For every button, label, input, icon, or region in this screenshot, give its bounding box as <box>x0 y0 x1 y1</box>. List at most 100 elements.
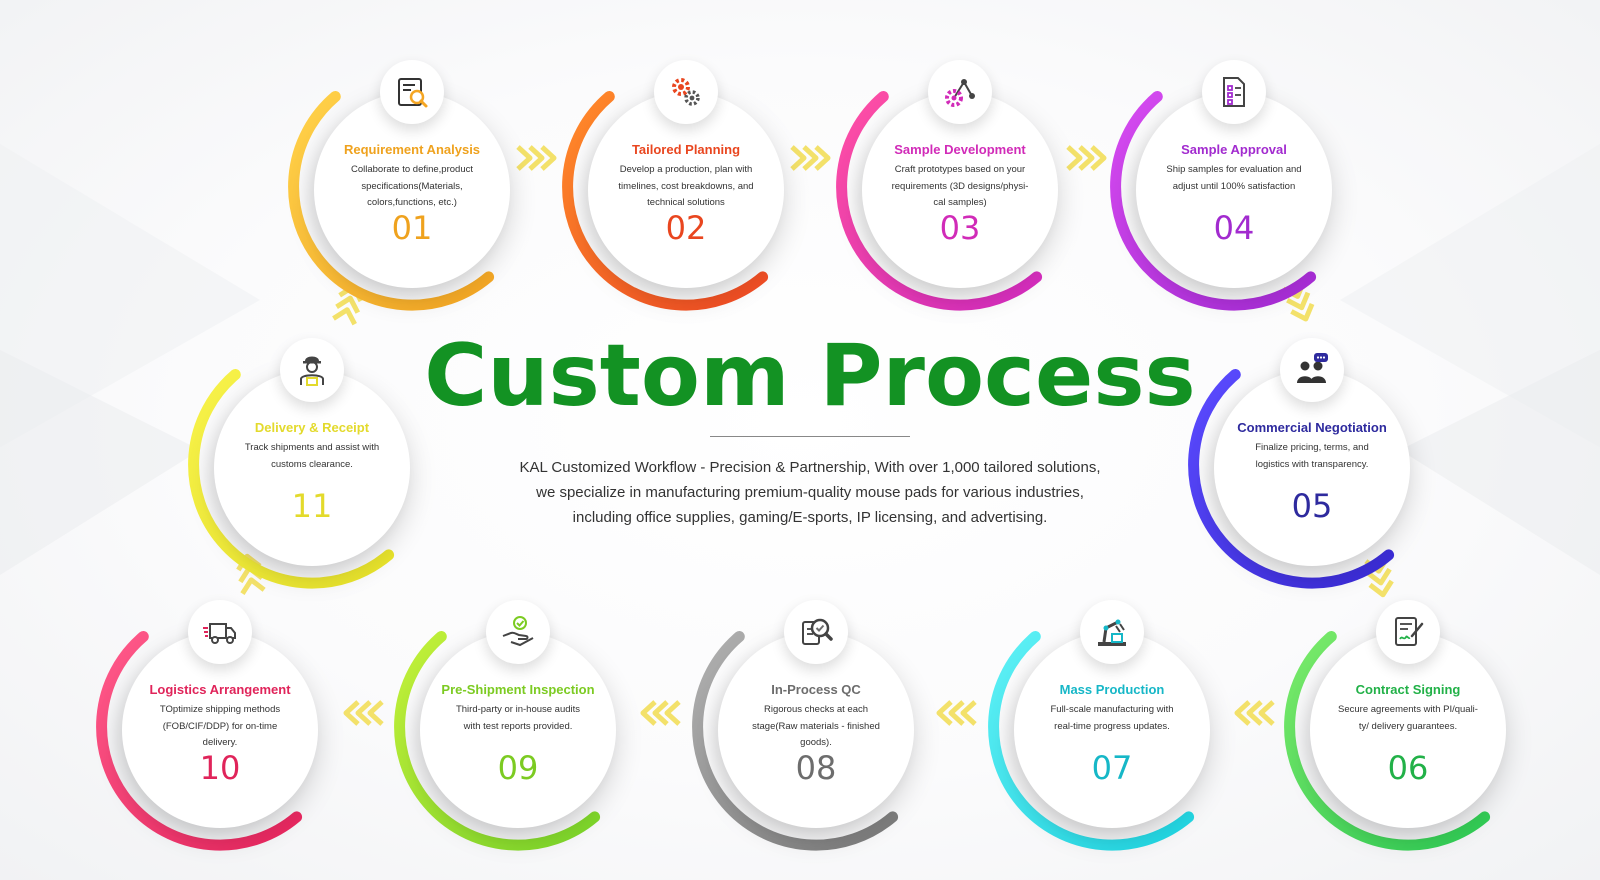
step-description-line: Collaborate to define,product <box>351 164 473 175</box>
icon-badge <box>188 600 252 664</box>
step-number: 05 <box>1291 487 1333 525</box>
step-description-line: requirements (3D designs/physi- <box>891 180 1029 192</box>
step-description: Third-party or in-house audits with test… <box>440 702 596 735</box>
step-description-line: Ship samples for evaluation and <box>1166 164 1302 175</box>
step-description-line: (FOB/CIF/DDP) for on-time <box>162 720 278 732</box>
subtitle-line-3: including office supplies, gaming/E-spor… <box>572 509 1048 526</box>
step-number: 09 <box>497 749 539 787</box>
step-09-pre-shipment-inspection: Pre-Shipment Inspection Third-party or i… <box>394 600 638 851</box>
step-disc <box>1310 632 1506 828</box>
inspection-icon <box>802 618 833 645</box>
step-description: TOptimize shipping methods (FOB/CIF/DDP)… <box>142 702 298 752</box>
step-title: Contract Signing <box>1355 682 1461 697</box>
page-title: Custom Process <box>424 326 1196 426</box>
step-number: 03 <box>939 209 981 247</box>
gears-icon <box>672 78 700 106</box>
step-06-contract-signing: Contract Signing Secure agreements with … <box>1284 600 1528 851</box>
step-description-line: customs clearance. <box>271 458 353 470</box>
step-description-line: TOptimize shipping methods <box>159 704 281 715</box>
hand-check-icon <box>502 616 534 647</box>
step-number: 07 <box>1091 749 1133 787</box>
icon-badge <box>1080 600 1144 664</box>
step-description-line: Track shipments and assist with <box>244 442 380 453</box>
step-description-line: real-time progress updates. <box>1054 720 1170 732</box>
step-disc <box>862 92 1058 288</box>
step-08-in-process-qc: In-Process QC Rigorous checks at each st… <box>692 600 936 851</box>
step-01-requirement-analysis: Requirement Analysis Collaborate to defi… <box>288 60 532 311</box>
icon-badge <box>928 60 992 124</box>
step-description-line: timelines, cost breakdowns, and <box>618 180 754 192</box>
step-disc <box>718 632 914 828</box>
step-description: Collaborate to define,product specificat… <box>334 162 490 212</box>
step-description: Finalize pricing, terms, and logistics w… <box>1234 440 1390 473</box>
step-title: Sample Development <box>894 142 1026 157</box>
step-description-line: Develop a production, plan with <box>619 164 753 175</box>
step-description-line: specifications(Materials, <box>361 180 463 192</box>
title-divider <box>710 436 910 437</box>
step-03-sample-development: Sample Development Craft prototypes base… <box>836 60 1080 311</box>
step-description-line: stage(Raw materials - finished <box>752 720 880 732</box>
step-description: Ship samples for evaluation and adjust u… <box>1156 162 1312 195</box>
step-description-line: Third-party or in-house audits <box>455 704 581 715</box>
progress-arc <box>1188 369 1395 589</box>
step-description-line: technical solutions <box>647 197 725 208</box>
step-disc <box>314 92 510 288</box>
document-search-icon <box>398 78 428 108</box>
negotiation-icon <box>1297 353 1328 383</box>
step-10-logistics-arrangement: Logistics Arrangement TOptimize shipping… <box>96 600 340 851</box>
step-11-delivery-receipt: Delivery & Receipt Track shipments and a… <box>188 338 432 589</box>
step-description-line: with test reports provided. <box>463 720 573 732</box>
flow-arrow-02-03 <box>788 143 834 173</box>
title-block: Custom Process KAL Customized Workflow -… <box>400 326 1220 530</box>
progress-arc <box>836 91 1043 311</box>
step-number: 02 <box>665 209 707 247</box>
step-title: Pre-Shipment Inspection <box>441 682 595 697</box>
step-number: 01 <box>391 209 433 247</box>
courier-icon <box>300 356 324 386</box>
subtitle-line-2: we specialize in manufacturing premium-q… <box>536 484 1084 501</box>
progress-arc <box>692 631 899 851</box>
step-description-line: Secure agreements with PI/quali- <box>1338 704 1478 715</box>
step-description: Full-scale manufacturing with real-time … <box>1034 702 1190 735</box>
step-disc <box>214 370 410 566</box>
icon-badge <box>654 60 718 124</box>
step-description: Secure agreements with PI/quali- ty/ del… <box>1330 702 1486 735</box>
step-title: Tailored Planning <box>631 142 741 157</box>
progress-arc <box>562 91 769 311</box>
step-title: In-Process QC <box>771 682 861 697</box>
step-04-sample-approval: Sample Approval Ship samples for evaluat… <box>1110 60 1354 311</box>
progress-arc <box>96 631 303 851</box>
icon-badge <box>280 338 344 402</box>
step-title: Logistics Arrangement <box>149 682 291 697</box>
step-description-line: Full-scale manufacturing with <box>1050 704 1174 715</box>
step-disc <box>1214 370 1410 566</box>
step-title: Requirement Analysis <box>343 142 481 157</box>
progress-arc <box>1110 91 1317 311</box>
progress-arc <box>1284 631 1491 851</box>
delivery-truck-icon <box>203 623 236 644</box>
step-number: 06 <box>1387 749 1429 787</box>
step-description: Craft prototypes based on your requireme… <box>882 162 1038 212</box>
icon-badge <box>1280 338 1344 402</box>
step-description-line: Rigorous checks at each <box>763 704 869 715</box>
flow-arrow-07-08 <box>933 698 979 728</box>
flow-arrow-06-07 <box>1231 698 1277 728</box>
icon-badge <box>486 600 550 664</box>
step-number: 11 <box>291 487 333 525</box>
subtitle-line-1: KAL Customized Workflow - Precision & Pa… <box>519 459 1101 476</box>
progress-arc <box>188 369 395 589</box>
icon-badge <box>1376 600 1440 664</box>
step-title: Mass Production <box>1059 682 1165 697</box>
progress-arc <box>288 91 495 311</box>
robot-arm-icon <box>1098 619 1126 646</box>
flow-arrow-01-02 <box>514 143 560 173</box>
step-description-line: logistics with transparency. <box>1255 458 1369 470</box>
contract-icon <box>1395 617 1424 646</box>
step-05-commercial-negotiation: Commercial Negotiation Finalize pricing,… <box>1188 338 1432 589</box>
step-number: 08 <box>795 749 837 787</box>
icon-badge <box>1202 60 1266 124</box>
step-disc <box>1136 92 1332 288</box>
step-description-line: colors,functions, etc.) <box>367 197 457 208</box>
step-number: 04 <box>1213 209 1255 247</box>
